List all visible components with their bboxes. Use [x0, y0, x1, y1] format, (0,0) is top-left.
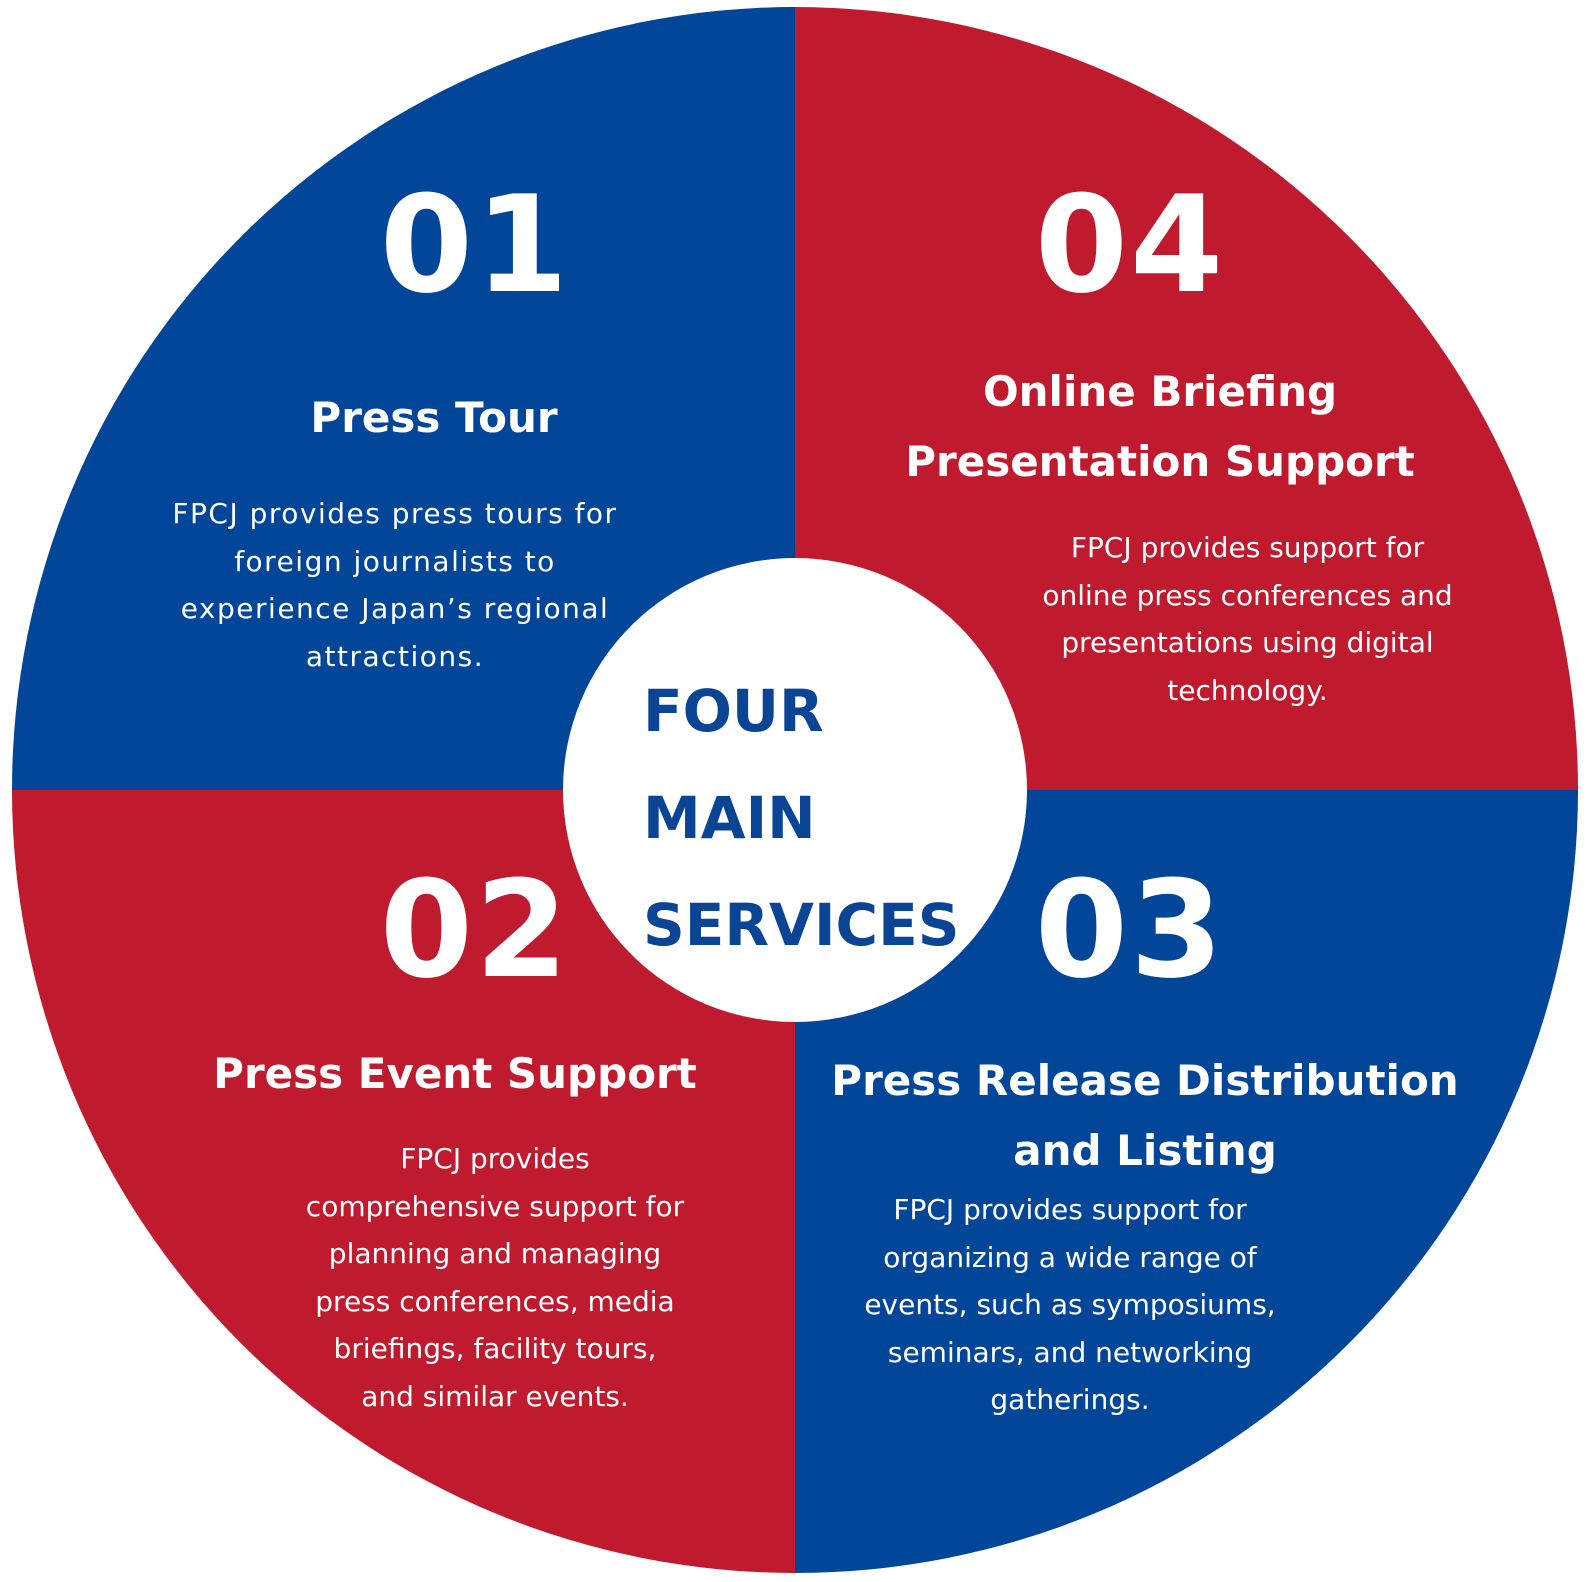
service-number-04: 04: [1034, 167, 1226, 323]
description-line: gatherings.: [990, 1383, 1150, 1416]
description-line: organizing a wide range of: [883, 1240, 1257, 1274]
service-title-online-briefing: Online Briefing Presentation Support: [870, 357, 1450, 497]
description-line: briefings, facility tours,: [333, 1332, 657, 1365]
description-line: planning and managing: [328, 1237, 662, 1270]
description-line: experience Japan’s regional: [180, 592, 610, 625]
service-title-press-release: Press Release Distribution and Listing: [830, 1046, 1460, 1186]
service-description-press-event: FPCJ provides comprehensive support for …: [265, 1135, 725, 1420]
service-number-02: 02: [379, 852, 571, 1008]
description-line: presentations using digital: [1061, 626, 1434, 659]
description-line: press conferences, media: [315, 1284, 675, 1318]
center-circle: [563, 558, 1027, 1022]
description-line: online press conferences and: [1042, 578, 1453, 612]
quadrant-online-briefing: [795, 7, 1578, 790]
title-line: and Listing: [1013, 1126, 1277, 1175]
description-line: comprehensive support for: [305, 1189, 685, 1223]
description-line: attractions.: [305, 639, 485, 673]
title-line: Press Release Distribution: [831, 1056, 1459, 1105]
description-line: FPCJ provides: [400, 1142, 590, 1175]
title-line: Presentation Support: [905, 437, 1415, 486]
service-description-press-tour: FPCJ provides press tours for foreign jo…: [150, 490, 640, 680]
service-title-press-tour: Press Tour: [310, 393, 558, 442]
service-description-press-release: FPCJ provides support for organizing a w…: [820, 1186, 1320, 1424]
quadrant-press-tour: [12, 7, 795, 790]
quadrant-press-release: [795, 790, 1578, 1573]
description-line: and similar events.: [361, 1379, 629, 1413]
description-line: FPCJ provides support for: [893, 1193, 1247, 1226]
description-line: FPCJ provides support for: [1070, 531, 1425, 564]
service-title-press-event: Press Event Support: [213, 1049, 697, 1098]
center-label-line: SERVICES: [643, 891, 960, 959]
center-label-line: FOUR: [643, 677, 824, 745]
center-label: FOUR MAIN SERVICES: [643, 658, 959, 979]
service-number-03: 03: [1034, 852, 1226, 1008]
description-line: seminars, and networking: [887, 1335, 1253, 1369]
center-label-line: MAIN: [643, 784, 816, 852]
description-line: events, such as symposiums,: [864, 1288, 1276, 1321]
description-line: FPCJ provides press tours for: [172, 497, 618, 530]
service-description-online-briefing: FPCJ provides support for online press c…: [1005, 524, 1490, 714]
quadrant-press-event: [12, 790, 795, 1573]
title-line: Online Briefing: [982, 367, 1338, 416]
description-line: technology.: [1167, 673, 1328, 707]
service-number-01: 01: [379, 167, 571, 323]
description-line: foreign journalists to: [234, 544, 556, 578]
